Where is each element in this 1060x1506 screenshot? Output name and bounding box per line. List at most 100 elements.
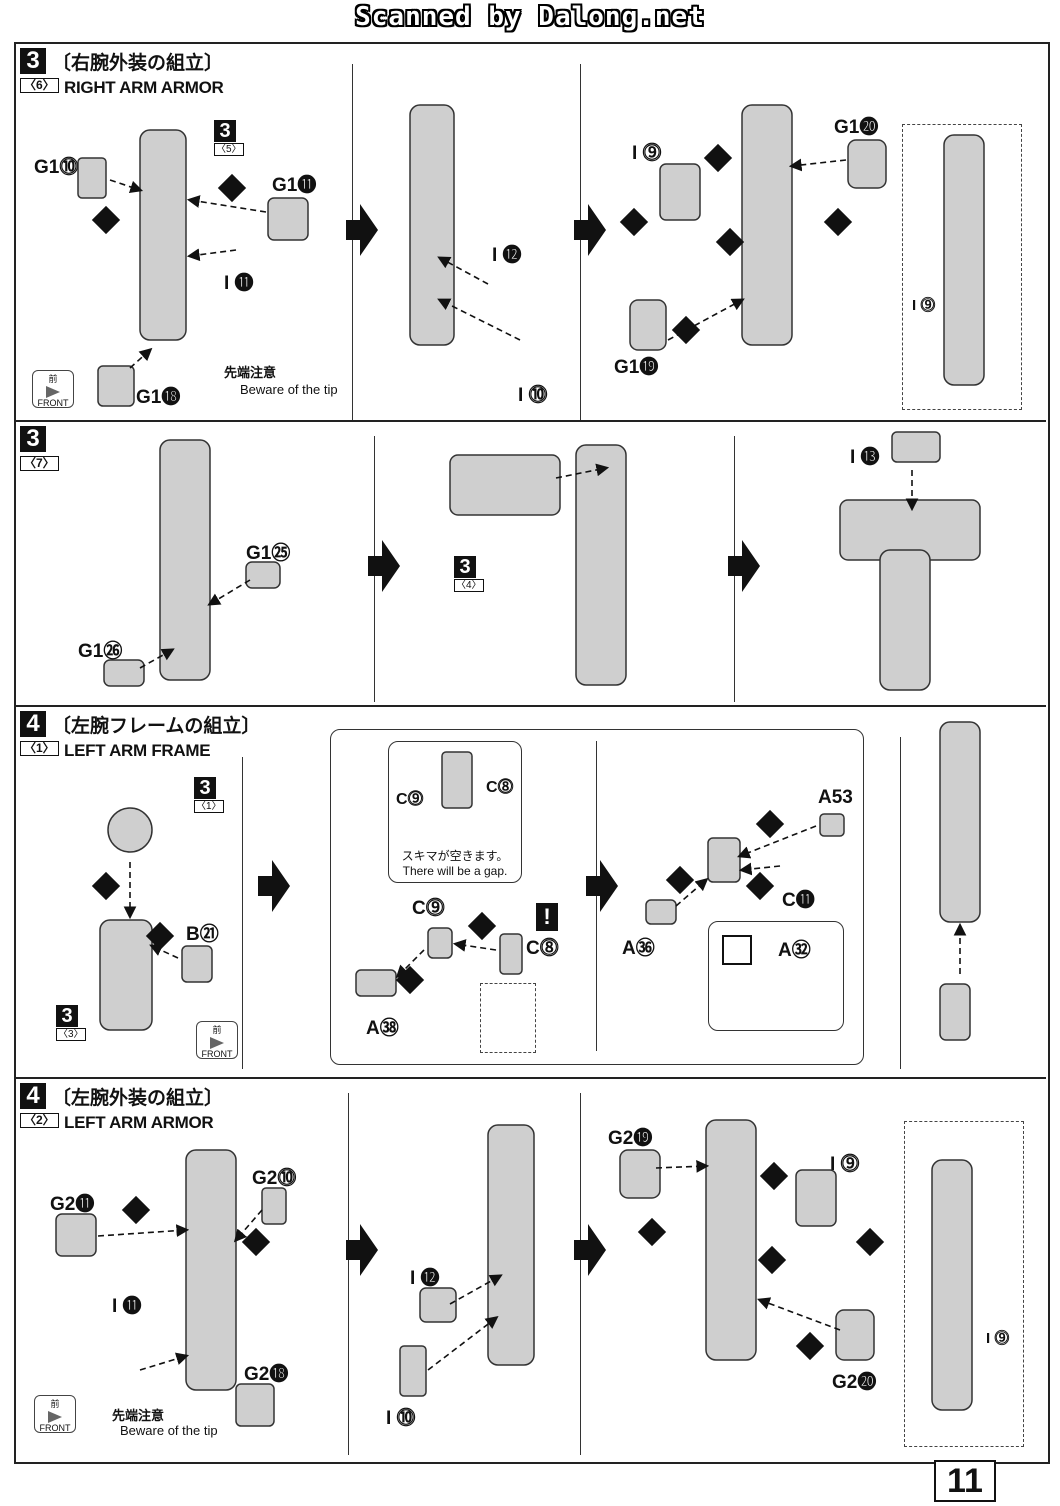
- frame-part-illustration: [355, 969, 397, 997]
- part-label: I ⓬: [410, 1268, 440, 1289]
- reference-step-box: 3 〈5〉: [214, 120, 244, 156]
- caution-note-jp: 先端注意: [112, 1409, 165, 1424]
- step-number: 3: [20, 48, 46, 74]
- reference-step-box: 3 〈3〉: [56, 1005, 86, 1041]
- shoulder-part-illustration: [449, 454, 561, 516]
- part-label: G1⓲: [136, 387, 181, 408]
- title-jp: 〔左腕外装の組立〕: [52, 1087, 224, 1109]
- step-marker-icon: [715, 227, 745, 257]
- title-en: LEFT ARM FRAME: [64, 741, 211, 760]
- arm-part-illustration: [99, 919, 153, 1031]
- panel-divider: [580, 1093, 581, 1455]
- frame-part-illustration: [819, 813, 845, 837]
- step-marker-icon: [91, 871, 121, 901]
- substep-number: 〈7〉: [20, 456, 59, 471]
- part-label: I ⓭: [850, 447, 880, 468]
- page-number: 11: [934, 1460, 996, 1502]
- title-jp: 〔右腕外装の組立〕: [52, 52, 224, 74]
- armor-part-illustration: [835, 1309, 875, 1361]
- step-marker-icon: [745, 871, 775, 901]
- armor-part-illustration: [235, 1383, 275, 1427]
- step-marker-icon: [703, 143, 733, 173]
- arm-part-illustration: [409, 104, 455, 346]
- section-left-arm-armor: 4 〔左腕外装の組立〕 〈2〉 LEFT ARM ARMOR G2⓫ G2⓾ I…: [16, 1079, 1046, 1459]
- panel-divider: [900, 737, 901, 1069]
- part-label: G2⓳: [608, 1128, 653, 1149]
- part-label: I ⓽: [912, 297, 936, 314]
- armor-part-illustration: [795, 1169, 837, 1227]
- part-label: I ⓽: [632, 143, 662, 164]
- step-marker-icon: [395, 965, 425, 995]
- arm-part-illustration: [487, 1124, 535, 1366]
- part-label: I ⓫: [112, 1296, 142, 1317]
- next-step-arrow-icon: [368, 540, 400, 592]
- armor-part-illustration: [619, 1149, 661, 1199]
- front-arrow-icon: [46, 386, 60, 398]
- section-left-arm-frame: 4 〔左腕フレームの組立〕 〈1〉 LEFT ARM FRAME 3 〈1〉 3…: [16, 707, 1046, 1079]
- part-label: I ⓬: [492, 245, 522, 266]
- frame-part-illustration: [441, 751, 473, 809]
- watermark: Scanned by Dalong.net: [355, 2, 705, 32]
- arm-part-illustration: [575, 444, 627, 686]
- armor-part-illustration: [399, 1345, 427, 1397]
- caution-note-jp: 先端注意: [224, 366, 277, 381]
- part-label: I ⓽: [986, 1330, 1010, 1347]
- step-marker-icon: [759, 1161, 789, 1191]
- part-label: A㉜: [778, 940, 811, 961]
- part-label: C⓫: [782, 890, 815, 911]
- part-label: G2⓲: [244, 1364, 289, 1385]
- part-label: I ⓽: [830, 1154, 860, 1175]
- step-marker-icon: [755, 809, 785, 839]
- panel-divider: [352, 64, 353, 420]
- step-marker-icon: [91, 205, 121, 235]
- next-step-arrow-icon: [574, 1224, 606, 1276]
- arm-part-illustration: [943, 134, 985, 386]
- armor-part-illustration: [267, 197, 309, 241]
- page-frame: [14, 42, 1050, 1464]
- part-label: G2⓫: [50, 1194, 95, 1215]
- reference-step-box: 3 〈4〉: [454, 556, 484, 592]
- step-number: 4: [20, 711, 46, 737]
- step-marker-icon: [757, 1245, 787, 1275]
- arm-part-illustration: [139, 129, 187, 341]
- frame-part-illustration: [499, 933, 523, 975]
- substep-number: 〈1〉: [20, 741, 59, 756]
- panel-divider: [580, 64, 581, 420]
- panel-divider: [348, 1093, 349, 1455]
- part-label: C⓼: [486, 779, 514, 796]
- part-label: I ⓫: [224, 273, 254, 294]
- part-label: A㊱: [622, 938, 655, 959]
- front-arrow-icon: [210, 1037, 224, 1049]
- part-label: G1㉖: [78, 641, 123, 662]
- step-marker-icon: [855, 1227, 885, 1257]
- hand-part-illustration: [939, 983, 971, 1041]
- part-label: G1⓴: [834, 117, 879, 138]
- next-step-arrow-icon: [258, 860, 290, 912]
- title-jp: 〔左腕フレームの組立〕: [52, 715, 261, 737]
- arm-part-illustration: [931, 1159, 973, 1411]
- next-step-arrow-icon: [586, 860, 618, 912]
- step-marker-icon: [823, 207, 853, 237]
- part-label: G1㉕: [246, 543, 291, 564]
- armor-part-illustration: [261, 1187, 287, 1225]
- arm-part-illustration: [879, 549, 931, 691]
- part-label: I ⓾: [518, 385, 548, 406]
- armor-part-illustration: [181, 945, 213, 983]
- part-label: G1⓾: [34, 157, 79, 178]
- part-label: G1⓫: [272, 175, 317, 196]
- armor-part-illustration: [629, 299, 667, 351]
- next-step-arrow-icon: [346, 1224, 378, 1276]
- step-number: 4: [20, 1083, 46, 1109]
- step-marker-icon: [145, 921, 175, 951]
- step-marker-icon: [121, 1195, 151, 1225]
- part-label: A53: [818, 787, 853, 808]
- armor-part-illustration: [103, 659, 145, 687]
- part-label: C⓼: [526, 938, 559, 959]
- step-marker-icon: [217, 173, 247, 203]
- result-preview-box: [902, 124, 1022, 410]
- part-label: C⓽: [412, 898, 445, 919]
